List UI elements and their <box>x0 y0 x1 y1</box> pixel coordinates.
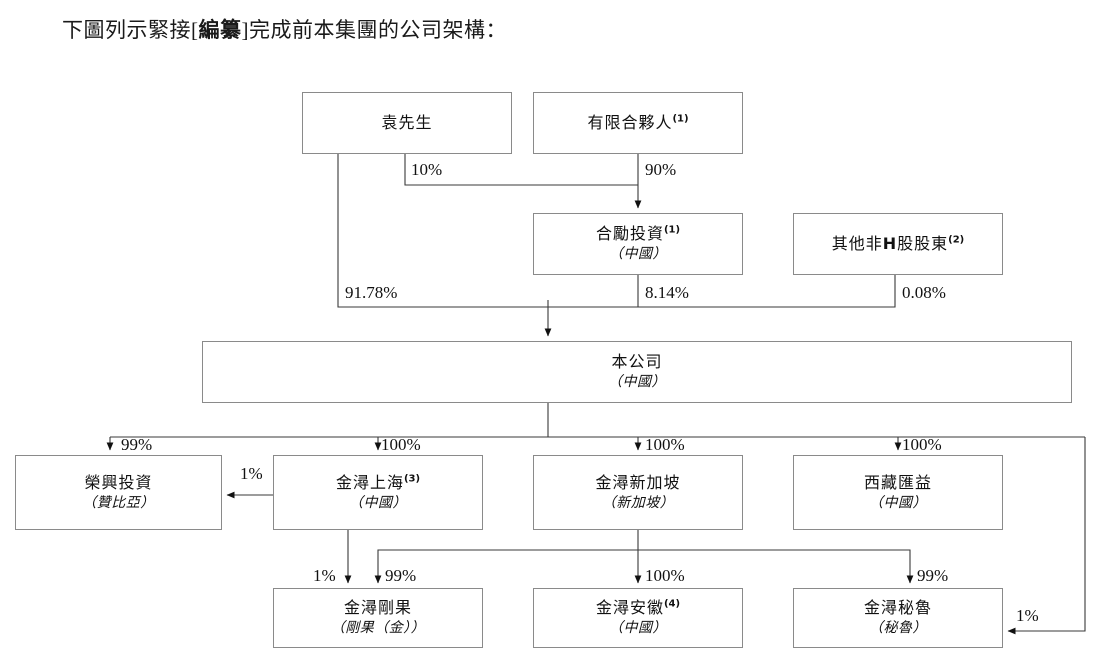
node-jinxun-sh[interactable]: 金潯上海(3) （中國） <box>273 455 483 530</box>
node-jinxun-anhui[interactable]: 金潯安徽(4) （中國） <box>533 588 743 648</box>
node-jurisdiction: （中國） <box>869 494 927 511</box>
node-name: 金潯剛果 <box>343 598 412 618</box>
node-jurisdiction: （中國） <box>608 374 666 391</box>
edge-jinxunsg-congo <box>374 549 638 584</box>
edge-company-peru <box>1007 437 1086 635</box>
node-jinxun-congo[interactable]: 金潯剛果 （剛果（金）） <box>273 588 483 648</box>
node-jurisdiction: （中國） <box>349 494 407 511</box>
footnote-marker: (3) <box>403 473 421 485</box>
footnote-marker: (1) <box>672 113 689 125</box>
page-caption: 下圖列示緊接[編纂]完成前本集團的公司架構： <box>62 14 507 44</box>
footnote-marker: (4) <box>663 598 681 610</box>
edge-label-company-to-jinxun-sg: 100% <box>645 435 685 454</box>
edge-label-heli-investment-to-company: 8.14% <box>645 283 689 302</box>
edge-otherh-company <box>548 275 896 308</box>
node-name: 西藏匯益 <box>863 472 932 492</box>
node-xizang-huiyi[interactable]: 西藏匯益 （中國） <box>793 455 1003 530</box>
edge-label-mr-yuan-to-company: 91.78% <box>345 283 398 302</box>
node-jurisdiction: （中國） <box>609 620 667 637</box>
node-name: 金潯安徽(4) <box>595 598 681 618</box>
node-rongxing[interactable]: 榮興投資 （贊比亞） <box>15 455 222 530</box>
edge-label-company-to-xizang-huiyi: 100% <box>902 435 942 454</box>
footnote-marker: (1) <box>663 224 681 236</box>
edge-label-company-to-jinxun-peru: 1% <box>1016 606 1039 625</box>
node-jurisdiction: （中國） <box>609 246 667 263</box>
node-heli-investment[interactable]: 合勵投資(1) （中國） <box>533 213 743 275</box>
node-mr-yuan[interactable]: 袁先生 <box>302 92 512 154</box>
edge-label-mr-yuan-to-heli-investment: 10% <box>411 160 443 179</box>
node-company[interactable]: 本公司 （中國） <box>202 341 1072 403</box>
node-name: 合勵投資(1) <box>595 224 681 244</box>
footnote-marker: (2) <box>948 234 965 246</box>
node-jurisdiction: （剛果（金）） <box>330 620 426 637</box>
node-name: 袁先生 <box>381 113 433 132</box>
edge-label-jinxun-sh-to-jinxun-congo: 1% <box>313 566 336 585</box>
edge-label-jinxun-sg-to-jinxun-anhui: 100% <box>645 566 685 585</box>
caption-before: 下圖列示緊接[ <box>62 18 199 42</box>
node-jurisdiction: （新加坡） <box>601 494 675 511</box>
edge-label-limited-partner-to-heli-investment: 90% <box>645 160 677 179</box>
node-name: 金潯上海(3) <box>335 472 421 492</box>
node-limited-partner[interactable]: 有限合夥人(1) <box>533 92 743 154</box>
node-other-non-h[interactable]: 其他非H股股東(2) <box>793 213 1003 275</box>
node-jinxun-peru[interactable]: 金潯秘魯 （秘魯） <box>793 588 1003 648</box>
edge-label-company-to-rongxing: 99% <box>121 435 153 454</box>
node-name: 本公司 <box>611 352 663 372</box>
node-name: 金潯秘魯 <box>863 598 932 618</box>
edge-label-jinxun-sg-to-jinxun-peru: 99% <box>917 566 949 585</box>
edge-label-jinxun-sg-to-jinxun-congo: 99% <box>385 566 417 585</box>
edge-label-jinxun-sh-to-rongxing: 1% <box>240 464 263 483</box>
node-name: 有限合夥人(1) <box>587 113 689 132</box>
caption-bold-term: 編纂 <box>198 18 242 42</box>
node-jinxun-sg[interactable]: 金潯新加坡 （新加坡） <box>533 455 743 530</box>
edge-label-company-to-jinxun-sh: 100% <box>381 435 421 454</box>
node-name: 榮興投資 <box>84 472 153 492</box>
node-jurisdiction: （贊比亞） <box>82 494 155 511</box>
caption-after: ]完成前本集團的公司架構： <box>241 18 507 42</box>
node-jurisdiction: （秘魯） <box>869 620 927 637</box>
node-name: 其他非H股股東(2) <box>831 234 965 253</box>
edge-label-other-non-h-to-company: 0.08% <box>902 283 946 302</box>
node-name: 金潯新加坡 <box>595 472 681 492</box>
